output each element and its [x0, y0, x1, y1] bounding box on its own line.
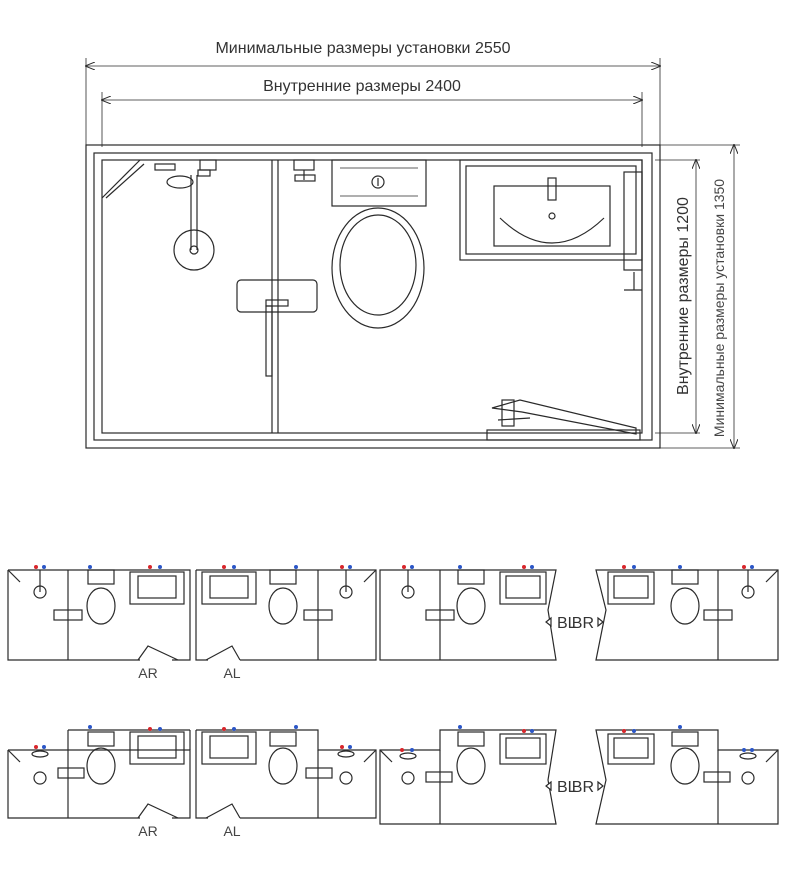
vanity: [459, 159, 643, 291]
toilet: [293, 159, 427, 329]
shower-drain: [173, 229, 215, 271]
variant-bl-1: BL: [379, 565, 577, 661]
variant-br-1: BR: [572, 565, 779, 661]
variant-label-bl-2: BL: [557, 779, 577, 796]
variant-al-1: AL: [195, 565, 377, 681]
door: [486, 399, 641, 441]
variant-bl-2: BL: [379, 725, 577, 825]
variants-row-1: AR AL: [7, 565, 779, 681]
inner-depth-label: Внутренние размеры 1200: [675, 197, 692, 395]
variant-label-ar-2: AR: [138, 823, 157, 839]
install-depth-label: Минимальные размеры установки 1350: [711, 179, 727, 437]
faucet-icon: [547, 177, 557, 201]
shower-zone: [101, 159, 318, 433]
install-width-label: Минимальные размеры установки 2550: [215, 40, 510, 57]
variant-ar-2: AR: [7, 725, 191, 839]
toilet-bowl: [331, 207, 425, 329]
variant-label-al: AL: [223, 665, 240, 681]
dimension-lines: [86, 58, 740, 448]
variant-label-bl: BL: [557, 615, 577, 632]
outer-wall: [85, 144, 661, 449]
inner-width-label: Внутренние размеры 2400: [263, 78, 461, 95]
toilet-tank: [331, 159, 427, 207]
variant-al-2: AL: [195, 725, 377, 839]
shower-seat: [236, 279, 318, 313]
variant-label-br-2: BR: [572, 779, 594, 796]
variant-label-br: BR: [572, 615, 594, 632]
vanity-cabinet: [459, 159, 643, 261]
variant-br-2: BR: [572, 725, 779, 825]
inner-wall: [93, 152, 653, 441]
variant-label-al-2: AL: [223, 823, 240, 839]
room-floor: [101, 159, 643, 434]
variants-row-2: AR AL: [7, 725, 779, 839]
variant-ar-1: AR: [7, 565, 191, 681]
main-plan: Минимальные размеры установки 2550 Внутр…: [86, 40, 740, 448]
variant-label-ar: AR: [138, 665, 157, 681]
sink-basin: [493, 185, 611, 247]
shower-head-icon: [166, 175, 194, 189]
